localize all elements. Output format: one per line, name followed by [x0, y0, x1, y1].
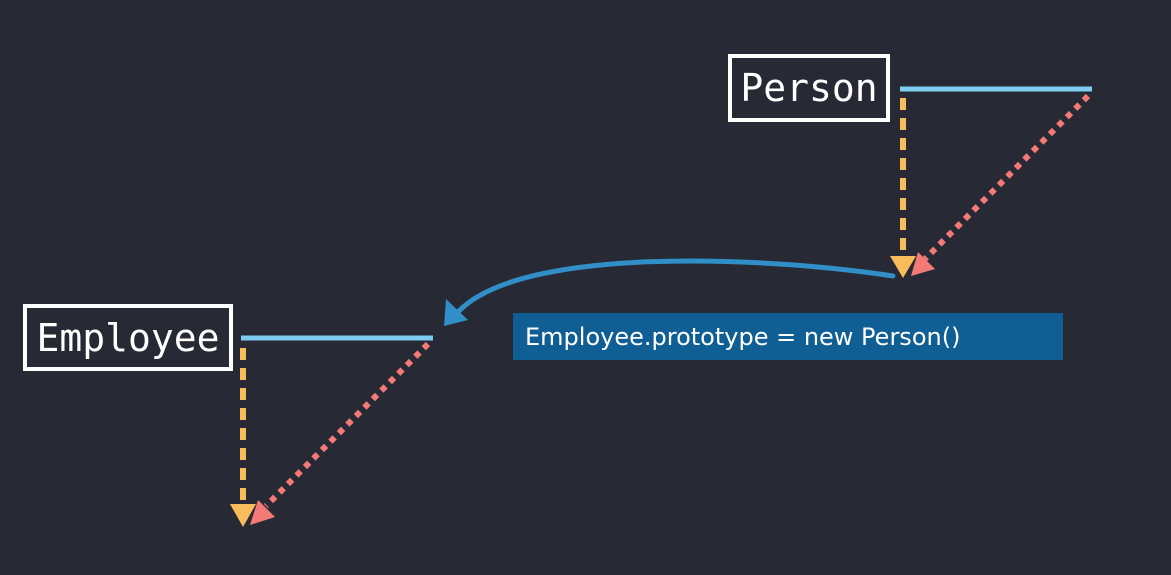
person-proto-link-arrowhead — [911, 252, 935, 276]
assignment-code-label: Employee.prototype = new Person() — [513, 313, 1063, 360]
employee-proto-link-arrowhead — [250, 500, 275, 525]
assignment-curved-arrow — [455, 258, 896, 315]
person-node-label: Person — [740, 66, 878, 110]
employee-prototype-arrowhead — [230, 504, 256, 527]
employee-node: Employee — [23, 304, 233, 371]
person-node: Person — [728, 54, 890, 122]
assignment-code-text: Employee.prototype = new Person() — [525, 322, 961, 351]
employee-proto-link-arrow — [263, 341, 431, 509]
person-proto-link-arrow — [922, 93, 1091, 262]
person-prototype-arrowhead — [890, 256, 916, 278]
employee-node-label: Employee — [36, 315, 220, 360]
assignment-curved-arrowhead — [444, 299, 468, 326]
